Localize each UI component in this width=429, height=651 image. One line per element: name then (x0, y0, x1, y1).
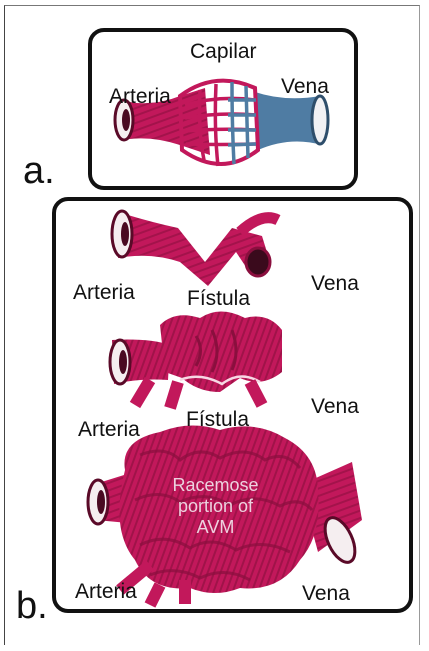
label-racemose-avm: Racemose portion of AVM (168, 475, 263, 538)
label-vena-b3: Vena (302, 582, 350, 606)
panel-a-letter: a. (23, 150, 55, 193)
label-vena-b2: Vena (311, 395, 359, 419)
fistula-tortuous-diagram (110, 312, 282, 409)
label-arteria-b3: Arteria (75, 580, 137, 604)
label-capilar: Capilar (190, 40, 257, 64)
label-vena-a: Vena (281, 75, 329, 99)
label-fistula-b1: Fístula (187, 287, 250, 311)
vein-lumen (312, 96, 328, 144)
label-vena-b1: Vena (311, 272, 359, 296)
panel-b-letter: b. (16, 585, 48, 628)
label-fistula-b2: Fístula (186, 408, 249, 432)
label-arteria-b1: Arteria (73, 281, 135, 305)
label-arteria-a: Arteria (109, 85, 171, 109)
label-arteria-b2: Arteria (78, 418, 140, 442)
fistula-simple-diagram (112, 211, 278, 286)
vein-lumen-1 (246, 248, 270, 276)
